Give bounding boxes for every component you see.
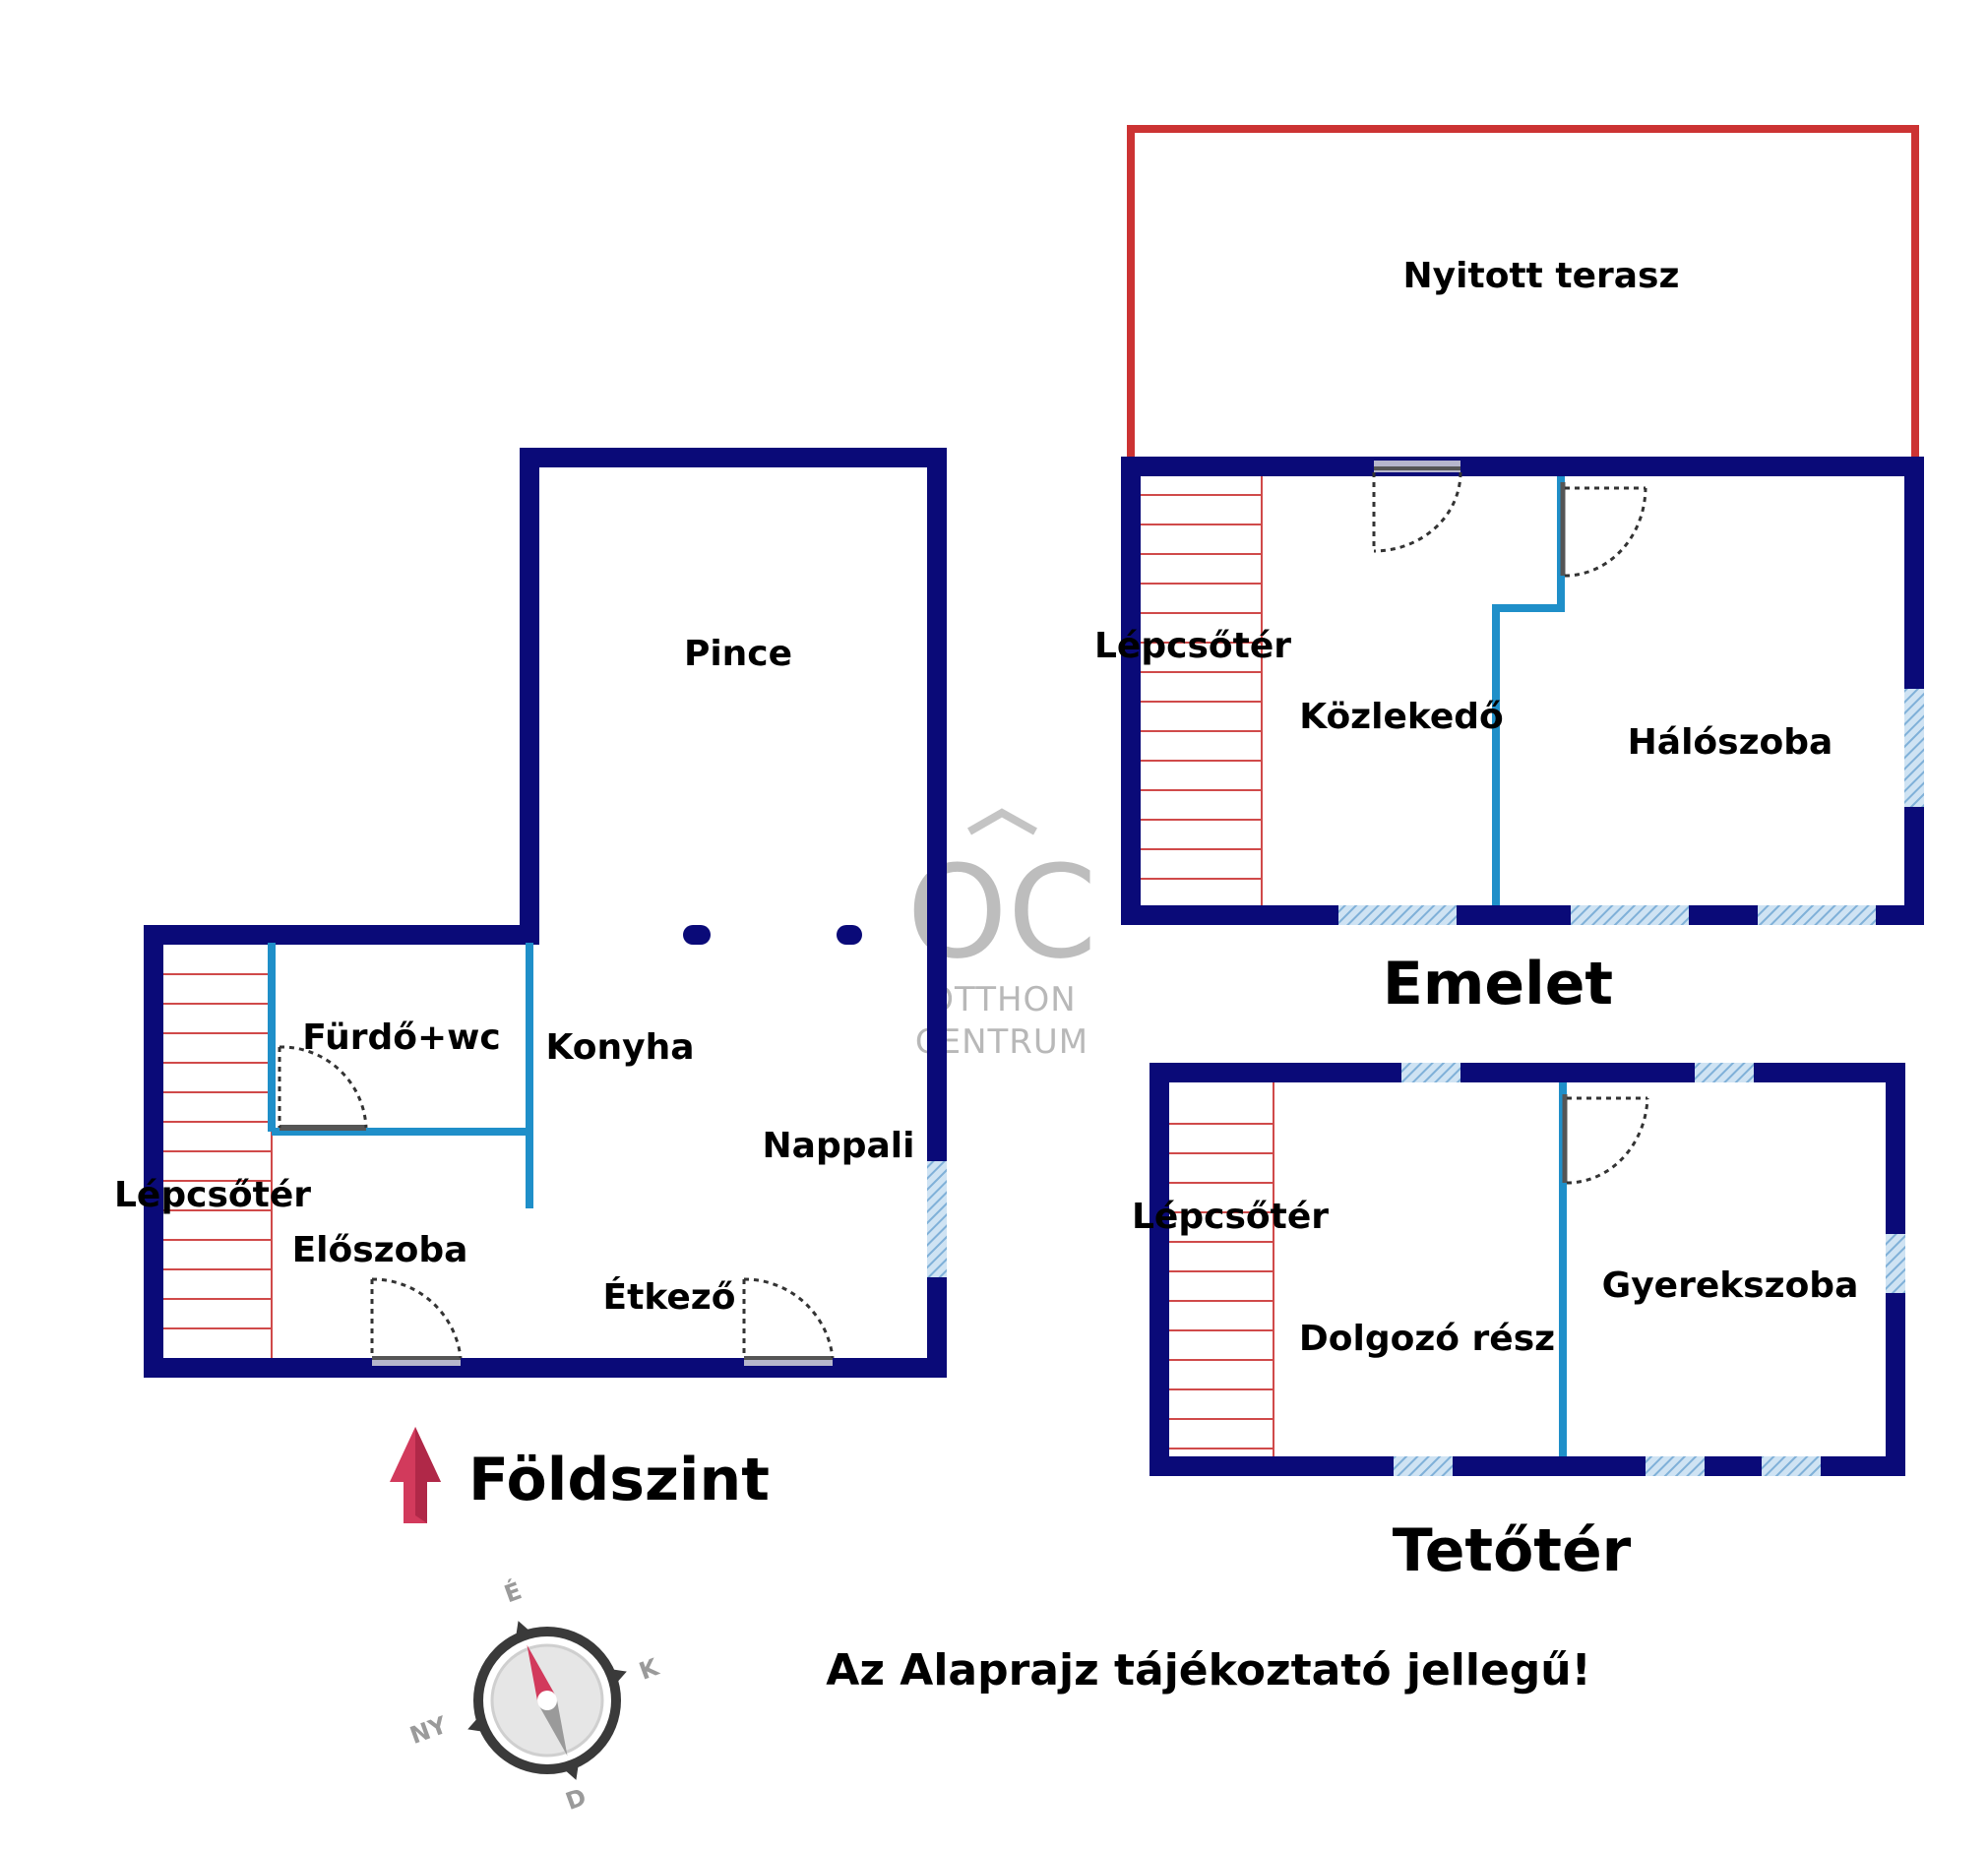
- entrance-door[interactable]: [370, 1277, 463, 1366]
- upper-window-east: [1904, 689, 1924, 807]
- upper-window-south-1: [1338, 905, 1457, 925]
- attic-window-north-2: [1695, 1063, 1754, 1082]
- room-label-etkezo: Étkező: [603, 1276, 736, 1318]
- room-label-nappali: Nappali: [763, 1126, 915, 1166]
- room-label-lepcsoter-upper: Lépcsőtér: [1094, 626, 1291, 666]
- room-label-lepcsoter-ground: Lépcsőtér: [114, 1175, 311, 1215]
- ground-staircase: [163, 945, 273, 1358]
- attic-window-south-2: [1646, 1456, 1705, 1476]
- attic-window-south-3: [1762, 1456, 1821, 1476]
- room-label-furdo: Fürdő+wc: [302, 1018, 500, 1058]
- floor-title-attic: Tetőtér: [1393, 1516, 1632, 1585]
- room-label-gyerekszoba: Gyerekszoba: [1602, 1265, 1859, 1306]
- ground-outer-walls: [144, 448, 947, 1378]
- room-label-eloszoba: Előszoba: [292, 1230, 468, 1270]
- ground-window-east: [927, 1161, 947, 1277]
- dining-door[interactable]: [742, 1277, 835, 1366]
- upper-inner-walls: [1492, 476, 1565, 905]
- room-label-konyha: Konyha: [545, 1027, 694, 1068]
- bathroom-door[interactable]: [278, 1045, 368, 1131]
- ground-floor-plan: Pince Fürdő+wc Konyha Nappali Lépcsőtér …: [114, 448, 947, 1523]
- upper-outer-walls: [1121, 457, 1924, 925]
- ground-inner-walls: [268, 943, 533, 1208]
- upper-staircase: [1140, 476, 1263, 905]
- attic-window-south-1: [1394, 1456, 1453, 1476]
- attic-staircase: [1169, 1082, 1274, 1456]
- room-label-terasz: Nyitott terasz: [1403, 256, 1680, 296]
- room-label-kozlekedo: Közlekedő: [1299, 697, 1504, 737]
- logo-roof-icon: [967, 808, 1037, 835]
- attic-window-east: [1886, 1234, 1905, 1293]
- room-label-pince: Pince: [684, 634, 792, 674]
- bedroom-door[interactable]: [1560, 482, 1647, 578]
- terrace-door[interactable]: [1372, 461, 1462, 553]
- compass-label-east: K: [636, 1653, 663, 1686]
- compass-label-west: NY: [406, 1711, 451, 1750]
- floor-title-upper: Emelet: [1383, 950, 1613, 1018]
- upper-window-south-3: [1758, 905, 1876, 925]
- attic-window-north-1: [1401, 1063, 1460, 1082]
- room-label-dolgozo: Dolgozó rész: [1299, 1319, 1555, 1359]
- disclaimer-text: Az Alaprajz tájékoztató jellegű!: [826, 1645, 1590, 1696]
- open-terrace-outline: [1127, 125, 1919, 462]
- upper-window-south-2: [1571, 905, 1689, 925]
- upper-floor-plan: Nyitott terasz: [1094, 125, 1924, 1018]
- compass-label-north: É: [500, 1576, 525, 1609]
- room-label-lepcsoter-attic: Lépcsőtér: [1132, 1197, 1329, 1237]
- attic-floor-plan: Lépcsőtér Dolgozó rész Gyerekszoba Tetőt…: [1132, 1063, 1905, 1585]
- childrens-room-door[interactable]: [1562, 1094, 1649, 1185]
- north-arrow-icon: [390, 1427, 441, 1523]
- ground-wall-opening: [701, 923, 846, 949]
- compass-label-south: D: [562, 1783, 590, 1816]
- logo-line-1: OTTHON: [927, 980, 1076, 1019]
- room-label-haloszoba: Hálószoba: [1628, 722, 1833, 763]
- compass-icon: É K D NY: [406, 1576, 663, 1816]
- floor-title-ground: Földszint: [468, 1446, 770, 1514]
